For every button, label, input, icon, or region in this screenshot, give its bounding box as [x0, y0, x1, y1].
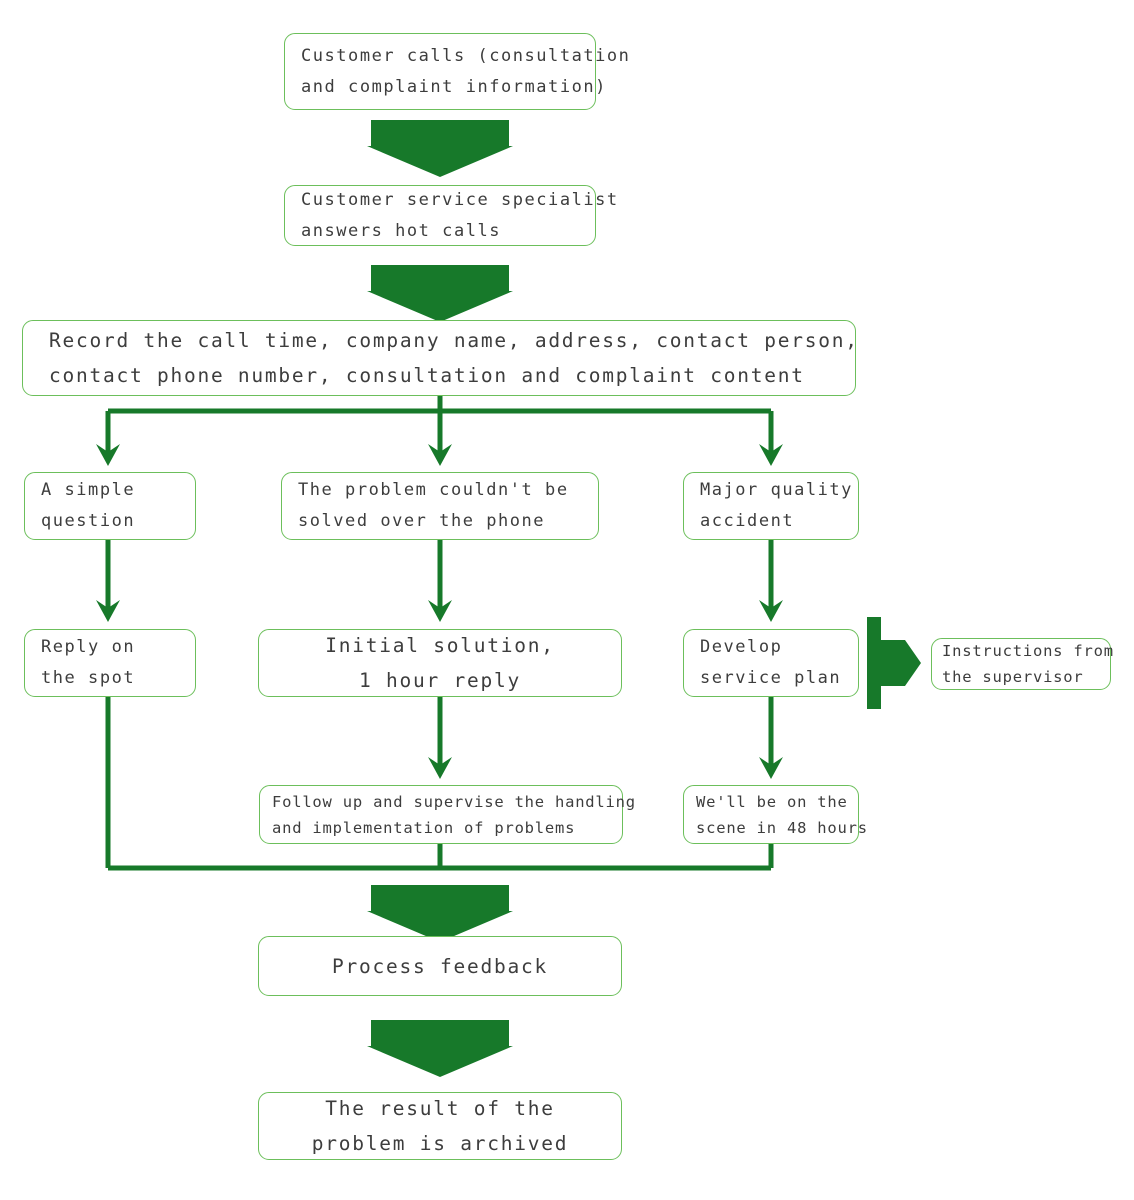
- arrow-merge-to-feedback: [367, 885, 513, 942]
- node-initial-solution[interactable]: Initial solution, 1 hour reply: [258, 629, 622, 697]
- arrow-specialist-to-record: [367, 265, 513, 322]
- node-line: and complaint information): [301, 76, 607, 97]
- node-line: solved over the phone: [298, 511, 546, 531]
- node-not-solved-phone[interactable]: The problem couldn't be solved over the …: [281, 472, 599, 540]
- branch-split-record: [105, 396, 774, 452]
- block-arrows: [367, 120, 921, 1077]
- node-line: Customer service specialist: [301, 189, 619, 210]
- node-line: A simple: [41, 480, 136, 500]
- node-line: Record the call time, company name, addr…: [49, 329, 859, 352]
- node-line: contact phone number, consultation and c…: [49, 364, 805, 387]
- node-line: problem is archived: [311, 1132, 569, 1155]
- node-reply-on-spot[interactable]: Reply on the spot: [24, 629, 196, 697]
- node-line: accident: [700, 511, 795, 531]
- arrow-feedback-to-archive: [367, 1020, 513, 1077]
- node-line: Initial solution,: [325, 634, 555, 657]
- node-result-archived[interactable]: The result of the problem is archived: [258, 1092, 622, 1160]
- node-line: and implementation of problems: [272, 818, 576, 837]
- node-line: The problem couldn't be: [298, 480, 569, 500]
- node-line: service plan: [700, 668, 842, 688]
- node-line: Follow up and supervise the handling: [272, 792, 636, 811]
- node-line: Process feedback: [332, 954, 548, 978]
- node-line: Reply on: [41, 637, 136, 657]
- node-line: The result of the: [325, 1097, 555, 1120]
- node-line: question: [41, 511, 136, 531]
- node-supervisor-instructions[interactable]: Instructions from the supervisor: [931, 638, 1114, 690]
- node-line: Customer calls (consultation: [301, 45, 631, 66]
- node-follow-up[interactable]: Follow up and supervise the handling and…: [259, 785, 635, 844]
- arrow-plan-to-supervisor: [867, 617, 921, 709]
- node-line: We'll be on the: [696, 792, 848, 811]
- arrow-calls-to-specialist: [367, 120, 513, 177]
- node-line: Instructions from: [942, 642, 1114, 660]
- node-line: answers hot calls: [301, 220, 502, 241]
- node-line: Develop: [700, 637, 783, 657]
- node-line: scene in 48 hours: [696, 818, 868, 837]
- node-record-call[interactable]: Record the call time, company name, addr…: [22, 320, 859, 396]
- node-customer-calls[interactable]: Customer calls (consultation and complai…: [284, 33, 629, 110]
- node-line: Major quality: [700, 480, 853, 500]
- node-on-scene-48h[interactable]: We'll be on the scene in 48 hours: [683, 785, 867, 844]
- node-major-accident[interactable]: Major quality accident: [683, 472, 859, 540]
- node-line: the spot: [41, 668, 136, 688]
- node-line: 1 hour reply: [359, 669, 521, 692]
- node-line: the supervisor: [942, 668, 1084, 686]
- node-simple-question[interactable]: A simple question: [24, 472, 196, 540]
- node-specialist-answers[interactable]: Customer service specialist answers hot …: [284, 185, 617, 246]
- node-develop-service-plan[interactable]: Develop service plan: [683, 629, 859, 697]
- node-process-feedback[interactable]: Process feedback: [258, 936, 622, 996]
